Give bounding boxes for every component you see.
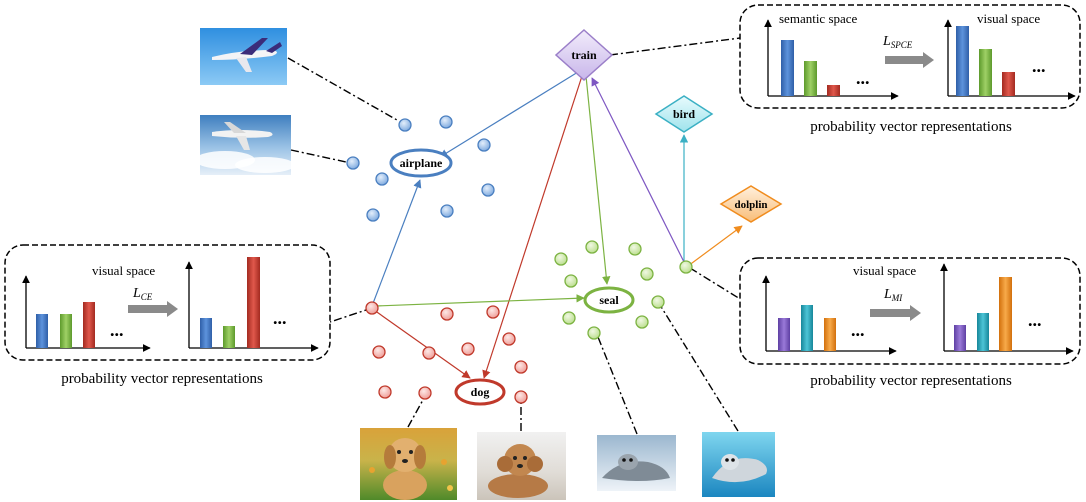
- seal-sample-dot: [635, 315, 649, 329]
- bar-green: [223, 326, 235, 348]
- panel-caption: probability vector representations: [810, 119, 1012, 135]
- panel-bottom-right: visual space ... ... LMI probability vec…: [739, 257, 1081, 389]
- loss-label: LSPCE: [882, 34, 913, 50]
- node-train-label: train: [571, 48, 597, 62]
- node-dog: dog: [454, 378, 506, 406]
- node-bird-label: bird: [673, 107, 695, 121]
- photo-leader-lines: [287, 37, 746, 435]
- dog-sample-dot: [422, 346, 436, 360]
- airplane-sample-dot: [398, 118, 412, 132]
- seal-anchor-dot: [679, 260, 693, 274]
- bar-purple: [778, 318, 790, 351]
- node-seal-label: seal: [599, 293, 619, 307]
- airplane-sample-dot: [366, 208, 380, 222]
- bar-green: [60, 314, 72, 348]
- airplane-sample-dot: [477, 138, 491, 152]
- node-train: train: [554, 28, 614, 82]
- airplane-sample-dot: [481, 183, 495, 197]
- panel-caption: probability vector representations: [810, 373, 1012, 389]
- semantic-space-title: semantic space: [779, 11, 858, 26]
- bar-orange: [824, 318, 836, 351]
- bar-blue: [956, 26, 969, 96]
- visual-space-title: visual space: [853, 263, 916, 278]
- seal-sample-dot: [585, 240, 599, 254]
- node-dolplin-label: dolplin: [734, 199, 767, 211]
- ellipsis: ...: [851, 320, 865, 340]
- dog-sample-dot: [461, 342, 475, 356]
- bar-teal: [977, 313, 989, 351]
- airplane-samples: [346, 115, 495, 222]
- visual-space-title: visual space: [92, 263, 155, 278]
- bar-red: [83, 302, 95, 348]
- bar-blue: [781, 40, 794, 96]
- seal-ice-photo: [597, 435, 676, 491]
- chart-bars: [781, 26, 1015, 96]
- seal-sample-dot: [587, 326, 601, 340]
- bar-blue: [36, 314, 48, 348]
- seal-sample-dot: [651, 295, 665, 309]
- loss-label: LMI: [883, 287, 903, 303]
- transfer-arrow-icon: [885, 52, 934, 68]
- dog-sample-dot: [378, 385, 392, 399]
- seal-sample-dot: [562, 311, 576, 325]
- bar-purple: [954, 325, 966, 351]
- seal-sample-dot: [628, 242, 642, 256]
- node-dog-label: dog: [471, 385, 490, 399]
- bar-teal: [801, 305, 813, 351]
- airplane-sample-dot: [346, 156, 360, 170]
- node-bird: bird: [654, 95, 714, 133]
- loss-label: LCE: [132, 286, 153, 302]
- dog-sample-dot: [486, 305, 500, 319]
- chart-bars: [36, 257, 260, 348]
- airplane-sample-dot: [375, 172, 389, 186]
- airplane-clouds-photo: [195, 115, 295, 175]
- seal-sample-dot: [640, 267, 654, 281]
- bar-red: [247, 257, 260, 348]
- node-dolplin: dolplin: [719, 185, 783, 223]
- panel-left: visual space ... ... LCE probability vec…: [4, 244, 331, 387]
- node-airplane: airplane: [389, 148, 453, 178]
- airplane-sample-dot: [439, 115, 453, 129]
- dog-anchor-dot: [365, 301, 379, 315]
- chart-bars: [778, 277, 1012, 351]
- visual-space-title: visual space: [977, 11, 1040, 26]
- dog-sample-dot: [514, 360, 528, 374]
- node-seal: seal: [583, 286, 635, 314]
- relation-arrows: [371, 71, 743, 379]
- dog-sample-dot: [502, 332, 516, 346]
- bar-red: [827, 85, 840, 96]
- panel-caption: probability vector representations: [61, 371, 263, 387]
- seal-samples: [554, 240, 665, 340]
- transfer-arrow-icon: [128, 301, 178, 317]
- airplane-sky-photo: [200, 28, 287, 85]
- ellipsis: ...: [1032, 56, 1046, 76]
- panel-top-right: semantic space visual space ... ... LSPC…: [739, 4, 1081, 135]
- seal-sample-dot: [554, 252, 568, 266]
- bar-red: [1002, 72, 1015, 96]
- node-airplane-label: airplane: [400, 156, 443, 170]
- ellipsis: ...: [1028, 310, 1042, 330]
- dog-sample-dot: [372, 345, 386, 359]
- dog-samples: [372, 305, 528, 404]
- seal-underwater-photo: [702, 432, 775, 497]
- airplane-sample-dot: [440, 204, 454, 218]
- poodle-photo: [477, 432, 566, 500]
- ellipsis: ...: [856, 68, 870, 88]
- ellipsis: ...: [273, 308, 287, 328]
- bar-blue: [200, 318, 212, 348]
- bar-green: [979, 49, 992, 96]
- dog-sample-dot: [418, 386, 432, 400]
- bar-orange: [999, 277, 1012, 351]
- dog-sample-dot: [440, 307, 454, 321]
- puppy-grass-photo: [360, 428, 457, 500]
- ellipsis: ...: [110, 320, 124, 340]
- bar-green: [804, 61, 817, 96]
- transfer-arrow-icon: [870, 305, 921, 321]
- seal-sample-dot: [564, 274, 578, 288]
- dog-sample-dot: [514, 390, 528, 404]
